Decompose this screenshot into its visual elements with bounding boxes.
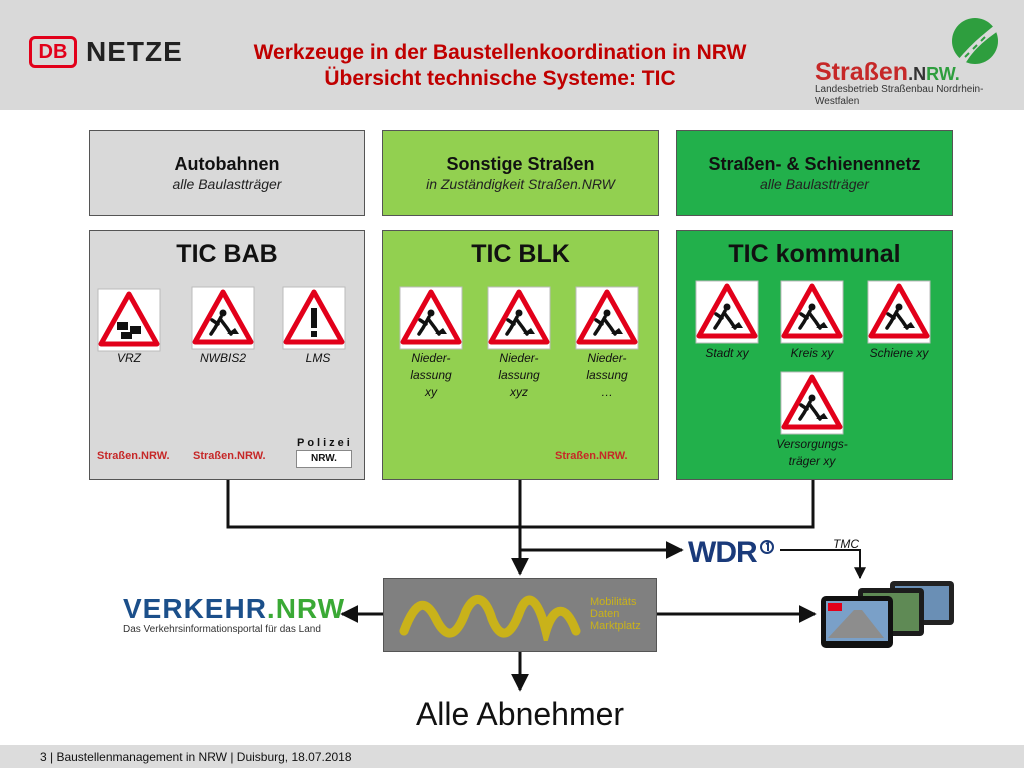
road-works-sign-icon (575, 286, 639, 350)
column-subheading: alle Baulastträger (760, 176, 869, 192)
title-line-2: Übersicht technische Systeme: TIC (324, 67, 676, 90)
traffic-jam-sign-icon (97, 288, 161, 352)
all-consumers-label: Alle Abnehmer (415, 696, 625, 732)
road-works-sign-icon (695, 280, 759, 344)
header-bar (0, 0, 1024, 110)
strassen-logo-part3: RW. (926, 64, 960, 84)
road-works-sign-icon (487, 286, 551, 350)
footer-bar (0, 745, 1024, 768)
mdm-text-line: Mobilitäts (590, 596, 637, 608)
polizei-nrw-logo: NRW. (296, 450, 352, 468)
road-works-sign-icon (867, 280, 931, 344)
verkehr-subtitle: Das Verkehrsinformationsportal für das L… (123, 624, 321, 635)
strassen-nrw-logo: Straßen.NRW. (193, 450, 266, 462)
road-works-sign-icon (780, 280, 844, 344)
mdm-text: Mobilitäts Daten Marktplatz (590, 596, 641, 632)
navigation-device-icon (821, 581, 954, 648)
footer-text: 3 | Baustellenmanagement in NRW | Duisbu… (40, 750, 352, 764)
sign-label: Kreis xy (790, 346, 834, 360)
mdm-logo-icon (399, 595, 581, 641)
polizei-label: Polizei (297, 437, 353, 449)
tmc-arrow (780, 549, 866, 580)
autobahnen-header-box: Autobahnen alle Baulastträger (89, 130, 365, 216)
verkehr-title: VERKEHR (123, 593, 267, 624)
tic-kommunal-title: TIC kommunal (728, 240, 901, 268)
strassen-nrw-road-icon (952, 18, 998, 64)
netze-label: NETZE (86, 36, 183, 67)
strassen-logo-part1: Straßen (815, 58, 909, 86)
road-works-sign-icon (399, 286, 463, 350)
road-works-sign-icon (191, 286, 255, 350)
tic-blk-box: TIC BLK (382, 230, 659, 480)
title-line-1: Werkzeuge in der Baustellenkoordination … (253, 41, 747, 64)
wdr-one-icon (760, 540, 774, 554)
verkehr-nrw-logo: VERKEHR.NRW Das Verkehrsinformationsport… (123, 593, 344, 636)
strassen-logo-part2: .N (908, 64, 927, 84)
column-heading: Straßen- & Schienennetz (708, 154, 921, 174)
sonstige-strassen-header-box: Sonstige Straßen in Zuständigkeit Straße… (382, 130, 659, 216)
mdm-text-line: Marktplatz (590, 620, 641, 632)
mdm-text-line: Daten (590, 608, 620, 620)
tmc-label: TMC (833, 537, 859, 551)
wdr-logo: WDR (688, 536, 758, 569)
sign-label: NWBIS2 (199, 351, 246, 365)
sign-label: Stadt xy (705, 346, 749, 360)
mdm-box (383, 578, 657, 652)
tic-bab-box: TIC BAB (89, 230, 365, 480)
sign-label: Nieder- lassung xyz (498, 351, 540, 399)
verkehr-tld: .NRW (266, 593, 346, 624)
tic-blk-title: TIC BLK (471, 240, 570, 268)
sign-label: Versorgungs- träger xy (776, 437, 848, 468)
column-subheading: in Zuständigkeit Straßen.NRW (426, 176, 615, 192)
strassen-nrw-logo: Straßen.NRW. (555, 450, 628, 462)
column-heading: Autobahnen (174, 154, 280, 174)
sign-label: Nieder- lassung xy (410, 351, 452, 399)
column-subheading: alle Baulastträger (172, 176, 282, 192)
page-title: Werkzeuge in der Baustellenkoordination … (200, 40, 800, 92)
sign-label: LMS (305, 351, 331, 365)
sign-label: Schiene xy (869, 346, 929, 360)
strassen-nrw-logo: Straßen.NRW. (815, 58, 960, 88)
tic-bab-title: TIC BAB (176, 240, 278, 268)
db-logo: DB (29, 36, 77, 68)
road-works-sign-icon (780, 371, 844, 435)
strassen-schienennetz-header-box: Straßen- & Schienennetz alle Baulastträg… (676, 130, 953, 216)
column-heading: Sonstige Straßen (446, 154, 595, 174)
sign-label: Nieder- lassung … (586, 351, 628, 399)
exclamation-sign-icon (282, 286, 346, 350)
sign-label: VRZ (117, 351, 141, 365)
strassen-logo-subline: Landesbetrieb Straßenbau Nordrhein-Westf… (815, 84, 984, 107)
tic-kommunal-box: TIC kommunal (676, 230, 953, 480)
strassen-nrw-logo: Straßen.NRW. (97, 450, 170, 462)
